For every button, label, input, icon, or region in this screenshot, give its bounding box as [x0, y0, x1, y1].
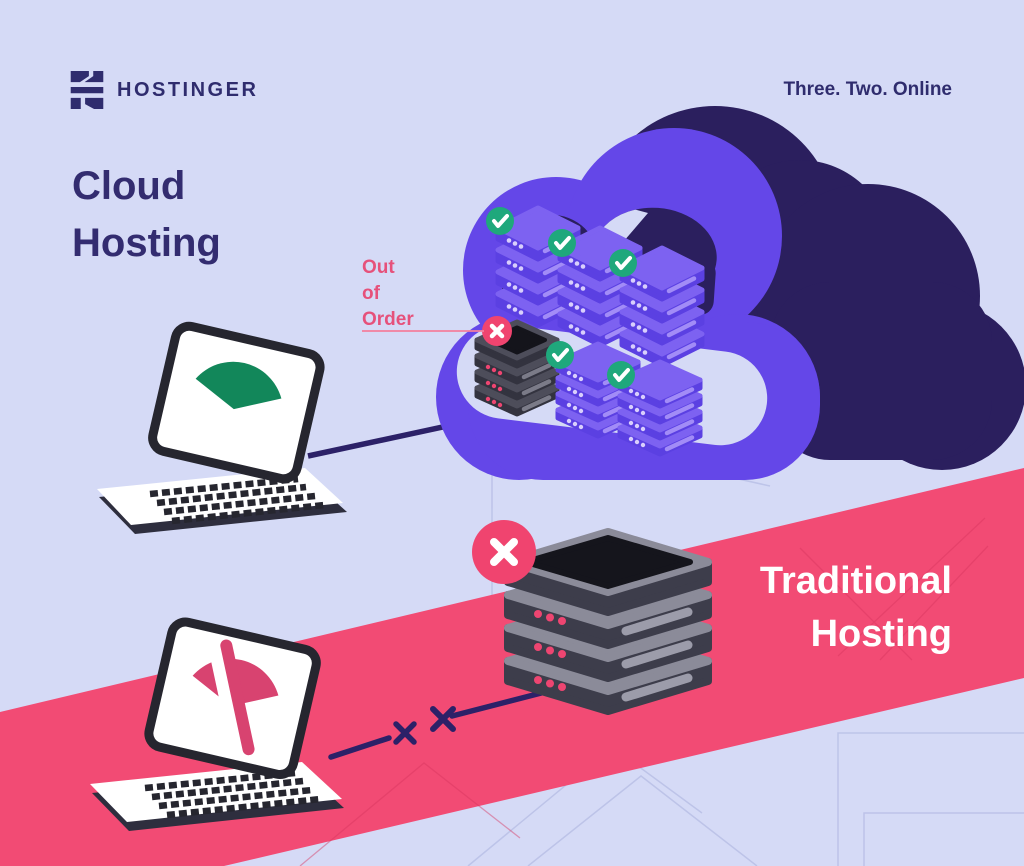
cloud-hosting-title: Cloud Hosting: [72, 158, 221, 272]
traditional-title-line2: Hosting: [810, 613, 952, 655]
wifi-off-icon: [192, 639, 279, 756]
cloud-illustration: [436, 106, 1024, 480]
traditional-hosting-title: Traditional Hosting: [600, 555, 952, 661]
cross-icon: [472, 520, 536, 584]
out-of-order-line2: of: [362, 283, 380, 304]
laptop-connected: [97, 321, 347, 534]
check-icon: [607, 247, 639, 279]
broken-connection-x: [393, 721, 417, 745]
cloud-title-line1: Cloud: [72, 164, 186, 208]
hostinger-logo-icon: [70, 71, 104, 109]
traditional-title-line1: Traditional: [759, 560, 952, 602]
brand-logo-text: HOSTINGER: [117, 78, 259, 101]
brand-header: HOSTINGER: [70, 71, 258, 109]
out-of-order-line1: Out: [362, 257, 395, 278]
wifi-connected-icon: [195, 361, 282, 410]
brand-tagline: Three. Two. Online: [783, 79, 952, 100]
broken-connection-line: [328, 688, 552, 760]
check-icon: [544, 339, 576, 371]
out-of-order-line3: Order: [362, 309, 414, 330]
check-icon: [605, 359, 637, 391]
cloud-title-line2: Hosting: [72, 221, 221, 265]
laptop-disconnected: [90, 617, 344, 831]
out-of-order-label: Out of Order: [362, 255, 414, 333]
broken-connection-x: [430, 706, 456, 732]
keyboard: [149, 475, 325, 525]
cross-icon: [482, 316, 512, 346]
pink-band-decor-lines: [299, 517, 989, 866]
check-icon: [546, 227, 578, 259]
check-icon: [484, 205, 516, 237]
